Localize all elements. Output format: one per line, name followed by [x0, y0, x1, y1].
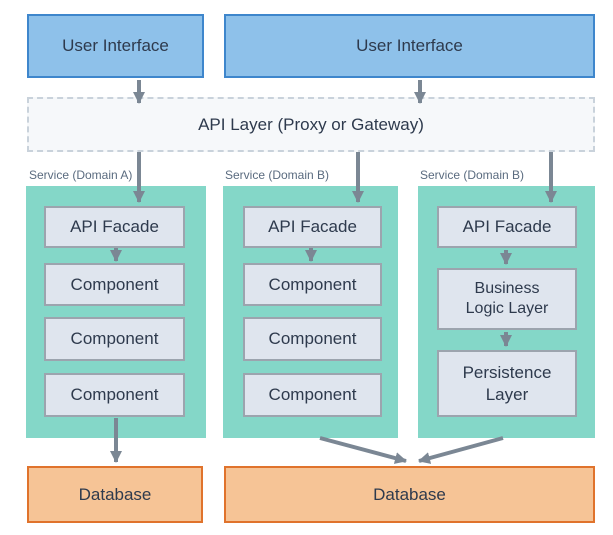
- user-interface-box-right: User Interface: [224, 14, 595, 78]
- business-logic-layer-label: Business Logic Layer: [465, 280, 549, 317]
- api-facade-label: API Facade: [70, 217, 159, 237]
- database-label: Database: [373, 484, 446, 504]
- database-box-right: Database: [224, 466, 595, 523]
- user-interface-label: User Interface: [62, 36, 169, 56]
- component-box: Component: [44, 373, 185, 417]
- persistence-layer-box: Persistence Layer: [437, 350, 577, 417]
- component-box: Component: [243, 317, 382, 361]
- user-interface-label: User Interface: [356, 36, 463, 56]
- component-box: Component: [243, 263, 382, 306]
- service-caption-domain-b1: Service (Domain B): [225, 168, 330, 182]
- arrow-service-b1-to-database: [319, 436, 407, 464]
- api-facade-box: API Facade: [437, 206, 577, 248]
- component-box: Component: [44, 317, 185, 361]
- persistence-layer-label: Persistence Layer: [462, 363, 552, 404]
- component-label: Component: [70, 329, 159, 349]
- business-logic-layer-box: Business Logic Layer: [437, 268, 577, 330]
- component-label: Component: [268, 274, 357, 294]
- api-facade-box: API Facade: [44, 206, 185, 248]
- database-box-left: Database: [27, 466, 203, 523]
- api-facade-label: API Facade: [462, 217, 552, 237]
- api-facade-box: API Facade: [243, 206, 382, 248]
- api-layer-label: API Layer (Proxy or Gateway): [198, 114, 424, 134]
- component-box: Component: [243, 373, 382, 417]
- component-box: Component: [44, 263, 185, 306]
- service-caption-domain-a: Service (Domain A): [29, 168, 133, 182]
- component-label: Component: [70, 274, 159, 294]
- arrow-service-b2-to-database: [418, 436, 504, 464]
- user-interface-box-left: User Interface: [27, 14, 204, 78]
- api-layer-box: API Layer (Proxy or Gateway): [27, 97, 595, 152]
- component-label: Component: [268, 329, 357, 349]
- component-label: Component: [268, 385, 357, 405]
- database-label: Database: [78, 484, 152, 504]
- service-caption-domain-b2: Service (Domain B): [420, 168, 525, 182]
- component-label: Component: [70, 385, 159, 405]
- api-facade-label: API Facade: [268, 217, 357, 237]
